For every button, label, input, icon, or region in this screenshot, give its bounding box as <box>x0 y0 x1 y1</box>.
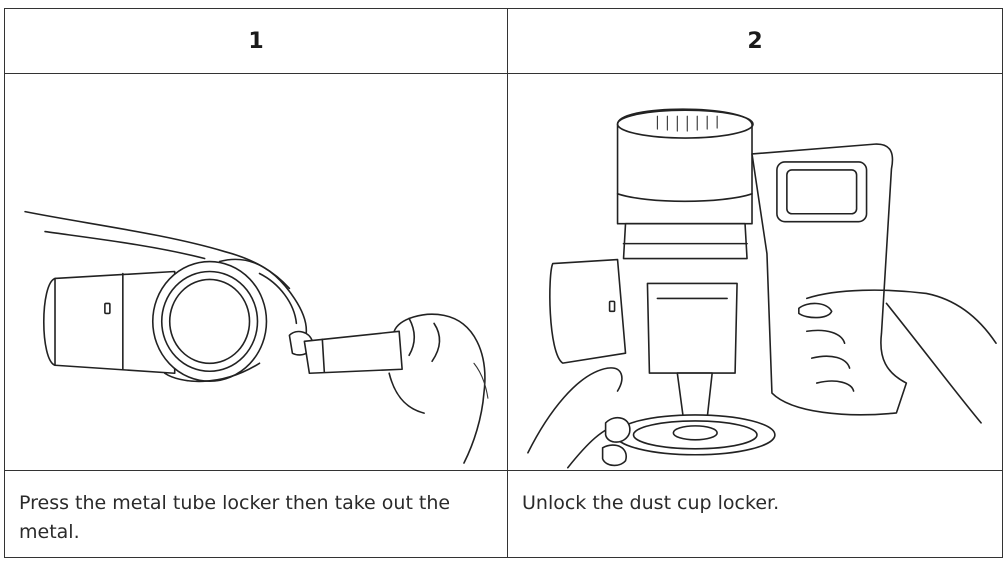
step-2-header: 2 <box>508 9 1002 74</box>
step-2-number: 2 <box>747 28 763 54</box>
step-1-caption: Press the metal tube locker then take ou… <box>19 492 451 543</box>
hand-pressing-tube-locker-illustration <box>24 210 489 464</box>
unlock-dust-cup-illustration <box>527 108 997 469</box>
step-2-caption: Unlock the dust cup locker. <box>522 492 780 514</box>
step-1-number: 1 <box>248 28 264 54</box>
step-1-caption-cell: Press the metal tube locker then take ou… <box>5 471 508 557</box>
step-2-illustration <box>508 74 1002 471</box>
step-2-caption-cell: Unlock the dust cup locker. <box>508 471 1002 557</box>
step-1-illustration <box>5 74 508 471</box>
instruction-table: 1 2 <box>4 8 1003 558</box>
step-1-header: 1 <box>5 9 508 74</box>
